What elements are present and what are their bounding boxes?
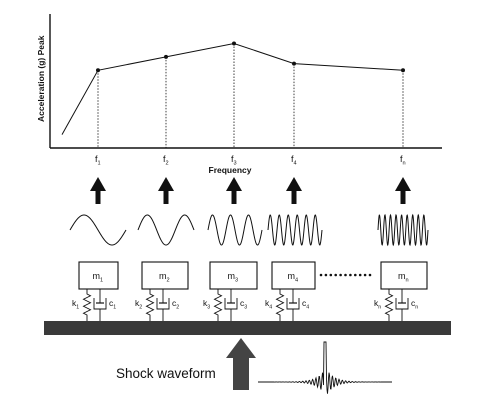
mass-label: m2 bbox=[159, 271, 170, 284]
tick-label: f1 bbox=[95, 154, 101, 167]
data-point bbox=[96, 68, 100, 73]
ellipsis-dot bbox=[344, 273, 347, 277]
up-arrow bbox=[90, 177, 106, 204]
mass-box bbox=[141, 261, 189, 290]
sine-wave bbox=[267, 214, 323, 246]
x-axis-label: Frequency bbox=[209, 165, 252, 175]
damper-label: c4 bbox=[302, 298, 309, 311]
up-arrow bbox=[226, 177, 242, 204]
damper bbox=[395, 289, 409, 321]
ellipsis-dot bbox=[368, 273, 372, 277]
sine-wave bbox=[377, 213, 429, 247]
spring bbox=[275, 289, 285, 321]
oscillator-unit: mn kn cn bbox=[374, 261, 428, 321]
spring-label: k4 bbox=[265, 298, 272, 311]
spring bbox=[82, 289, 92, 321]
spring-label: k2 bbox=[135, 298, 142, 311]
tick-label: f3 bbox=[231, 154, 237, 167]
mass-label: m1 bbox=[93, 271, 104, 284]
spring-label: k1 bbox=[72, 298, 79, 311]
damper bbox=[93, 289, 107, 321]
mass-label: mn bbox=[398, 271, 409, 284]
tick-label: f2 bbox=[163, 154, 169, 167]
spring bbox=[384, 289, 394, 321]
damper-label: c1 bbox=[109, 298, 116, 311]
response-points bbox=[96, 41, 405, 73]
ellipsis-dot bbox=[363, 273, 367, 277]
shock-input-arrow bbox=[226, 338, 256, 390]
ellipsis-dot bbox=[319, 273, 323, 277]
ellipsis-dot bbox=[334, 273, 338, 277]
damper-label: cn bbox=[411, 298, 418, 311]
oscillator-unit: m1 k1 c1 bbox=[72, 261, 119, 321]
damper bbox=[156, 289, 170, 321]
mass-box bbox=[271, 261, 316, 290]
tick-label: fn bbox=[400, 154, 406, 167]
data-point bbox=[292, 61, 296, 66]
mass-label: m4 bbox=[288, 271, 299, 284]
mass-label: m3 bbox=[228, 271, 239, 284]
damper-label: c2 bbox=[172, 298, 179, 311]
shock-waveform-label: Shock waveform bbox=[116, 366, 216, 381]
shock-waveform-trace bbox=[258, 341, 392, 394]
y-axis-label: Acceleration (g) Peak bbox=[36, 35, 46, 122]
sine-wave bbox=[69, 214, 127, 246]
oscillator-array: m1 k1 c1 m2 k2 c2 m3 k3 c3 m4 k4 c4 mn kn cn bbox=[72, 261, 428, 321]
spring bbox=[145, 289, 155, 321]
ellipsis-dot bbox=[324, 273, 328, 277]
response-arrows bbox=[90, 177, 411, 204]
spring bbox=[213, 289, 223, 321]
sine-wave bbox=[137, 214, 195, 246]
frequency-guide-lines bbox=[97, 43, 404, 148]
damper-label: c3 bbox=[240, 298, 247, 311]
spring-label: kn bbox=[374, 298, 381, 311]
up-arrow bbox=[286, 177, 302, 204]
up-arrow bbox=[158, 177, 174, 204]
ellipsis-dots bbox=[319, 273, 372, 277]
frequency-tick-labels: f1 f2 f3 f4 fn bbox=[95, 154, 406, 167]
ellipsis-dot bbox=[354, 273, 357, 277]
tick-label: f4 bbox=[291, 154, 297, 167]
ellipsis-dot bbox=[339, 273, 342, 277]
mass-box bbox=[209, 261, 258, 290]
oscillator-unit: m4 k4 c4 bbox=[265, 261, 316, 321]
damper bbox=[224, 289, 238, 321]
sine-wave bbox=[207, 214, 263, 246]
oscillator-unit: m2 k2 c2 bbox=[135, 261, 189, 321]
damper bbox=[286, 289, 300, 321]
spring-label: k3 bbox=[203, 298, 210, 311]
data-point bbox=[164, 54, 168, 59]
data-point bbox=[401, 68, 405, 73]
oscillation-waves bbox=[69, 213, 429, 247]
oscillator-unit: m3 k3 c3 bbox=[203, 261, 258, 321]
ellipsis-dot bbox=[329, 273, 333, 277]
mass-box bbox=[380, 261, 428, 290]
data-point bbox=[232, 41, 236, 46]
up-arrow bbox=[395, 177, 411, 204]
ellipsis-dot bbox=[349, 273, 352, 277]
response-curve bbox=[61, 42, 404, 135]
base-plate bbox=[44, 321, 451, 335]
mass-box bbox=[78, 261, 119, 290]
ellipsis-dot bbox=[358, 273, 362, 277]
response-chart: Acceleration (g) Peak Frequency f1 f2 f3 f4… bbox=[36, 14, 442, 175]
